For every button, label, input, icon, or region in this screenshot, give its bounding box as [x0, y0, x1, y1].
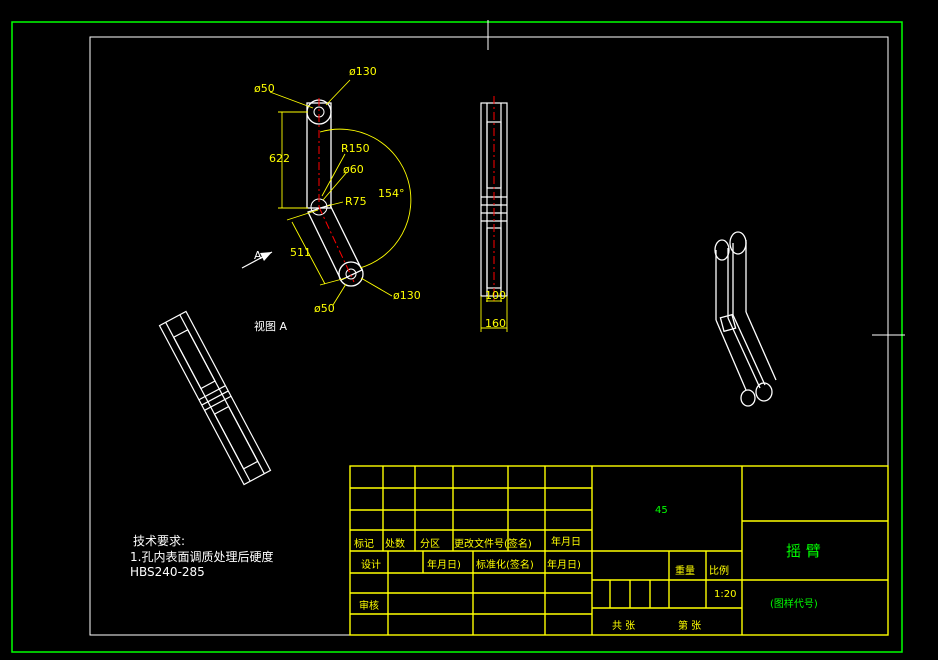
label-total-sheets: 共 张	[612, 621, 636, 632]
dim-angle-154: 154°	[378, 187, 405, 200]
view-a-arrow	[241, 251, 273, 269]
dim-100: 100	[485, 289, 506, 302]
part-name: 摇 臂	[786, 542, 821, 560]
tech-requirements-line1: 1.孔内表面调质处理后硬度	[130, 550, 274, 564]
scale-value: 1:20	[714, 589, 737, 600]
view-a-arrow-label: A	[254, 249, 262, 262]
label-zone: 分区	[420, 539, 440, 550]
rotated-view-link	[158, 310, 272, 486]
label-count: 处数	[385, 539, 405, 550]
dim-d50-bottom: ø50	[314, 302, 335, 315]
outer-sheet-border	[11, 21, 903, 653]
dim-d130-bottom: ø130	[393, 289, 421, 302]
label-design: 设计	[361, 560, 381, 571]
3d-view-arm	[714, 231, 777, 407]
label-scale: 比例	[709, 566, 729, 577]
dim-511: 511	[290, 246, 311, 259]
label-date1: 年月日	[551, 537, 581, 548]
main-view-arm	[306, 98, 364, 287]
tech-requirements-title: 技术要求:	[133, 534, 186, 548]
dim-d50-top: ø50	[254, 82, 275, 95]
label-weight: 重量	[675, 566, 695, 577]
material-value: 45	[655, 505, 668, 516]
side-view-dimension-lines	[480, 296, 508, 332]
label-change-doc: 更改文件号(签名)	[454, 539, 532, 550]
dim-160: 160	[485, 317, 506, 330]
label-review: 审核	[359, 601, 379, 612]
title-block-grid	[349, 465, 889, 636]
dim-622: 622	[269, 152, 290, 165]
label-date3: 年月日)	[547, 560, 581, 571]
dim-r75: R75	[345, 195, 367, 208]
label-standard: 标准化(签名)	[476, 560, 534, 571]
dim-d60: ø60	[343, 163, 364, 176]
side-view-link	[480, 96, 508, 302]
dim-r150: R150	[341, 142, 370, 155]
label-mark: 标记	[354, 539, 374, 550]
main-view-dimension-lines	[269, 79, 412, 306]
drawing-code: (图样代号)	[770, 599, 818, 610]
label-sheet-number: 第 张	[678, 621, 702, 632]
view-a-label: 视图 A	[254, 320, 288, 333]
label-date2: 年月日)	[427, 560, 461, 571]
tech-requirements-line2: HBS240-285	[130, 565, 205, 579]
dim-d130-top: ø130	[349, 65, 377, 78]
